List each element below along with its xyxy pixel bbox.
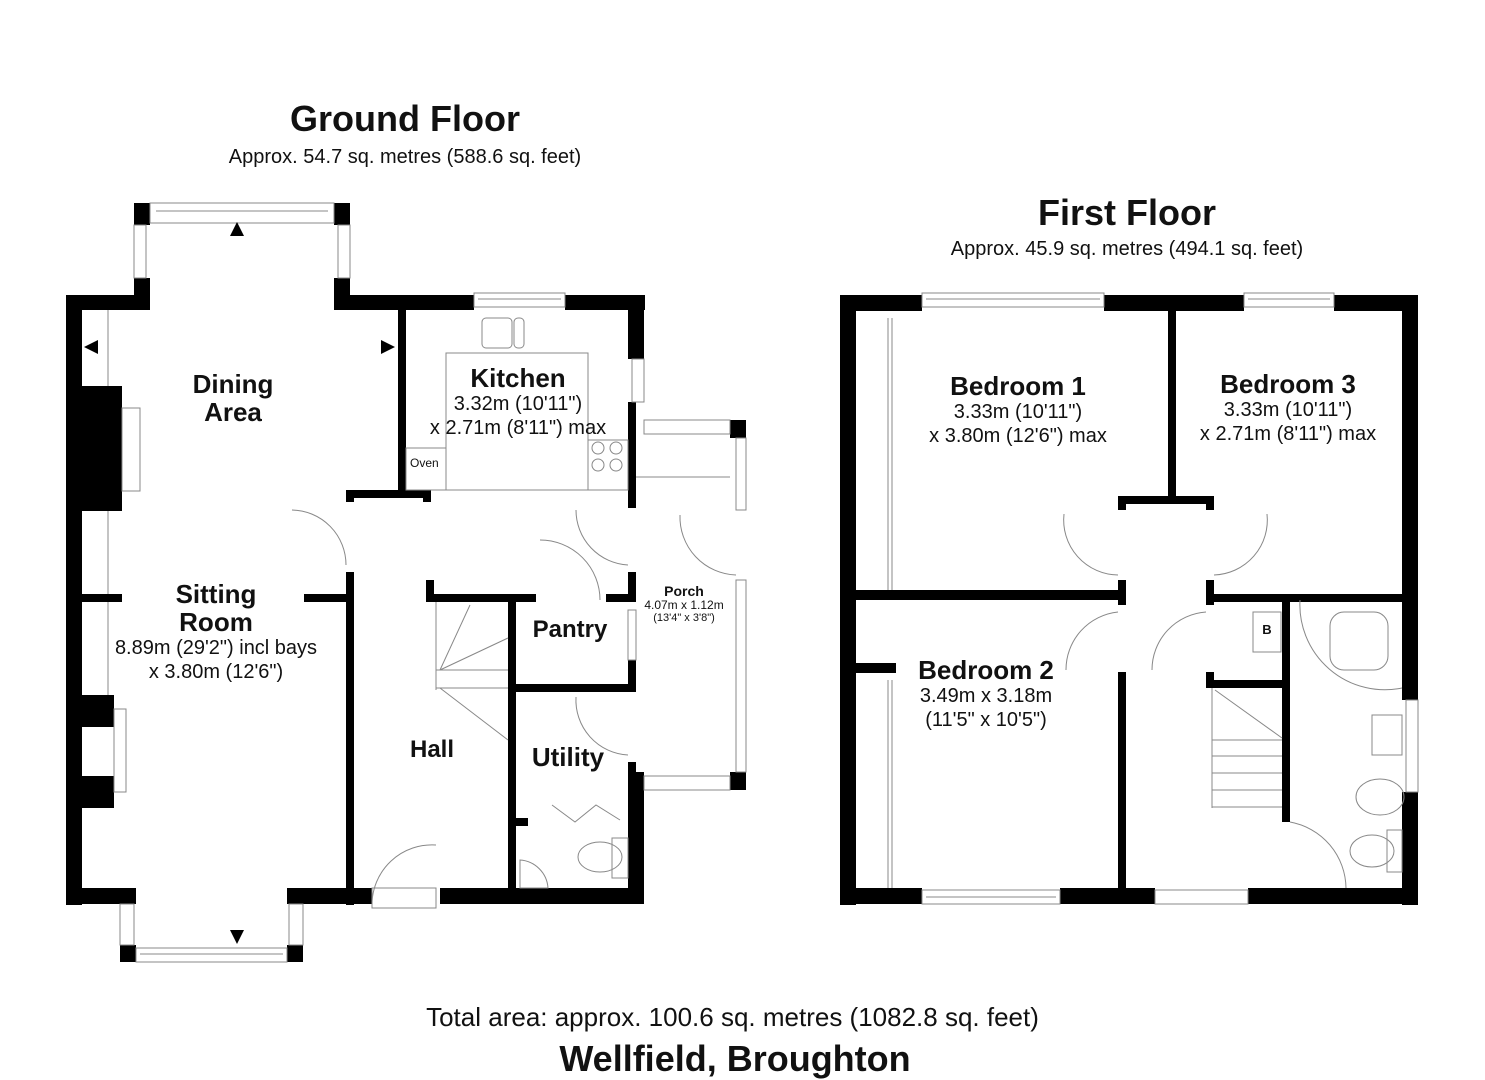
room-bedroom-1: Bedroom 1 3.33m (10'11") x 3.80m (12'6")… [888, 372, 1148, 448]
room-name: Bedroom 2 [918, 655, 1054, 685]
boiler-label: B [1262, 622, 1272, 637]
room-kitchen: Kitchen 3.32m (10'11") x 2.71m (8'11") m… [398, 364, 638, 440]
room-name: Kitchen [470, 363, 566, 393]
ground-floor-area: Approx. 54.7 sq. metres (588.6 sq. feet) [228, 146, 582, 168]
room-dimension: 4.07m x 1.12m [644, 598, 724, 612]
room-bedroom-3: Bedroom 3 3.33m (10'11") x 2.71m (8'11")… [1172, 370, 1404, 446]
room-hall: Hall [409, 736, 454, 763]
room-dimension: 3.49m x 3.18m [919, 685, 1053, 707]
room-name: Area [204, 397, 262, 427]
room-pantry: Pantry [532, 616, 608, 643]
property-name: Wellfield, Broughton [559, 1038, 911, 1079]
ground-floor-title: Ground Floor [290, 98, 520, 139]
room-dimension: 3.33m (10'11") [1223, 399, 1353, 421]
oven-label: Oven [410, 456, 439, 470]
room-dimension: (13'4" x 3'8") [653, 612, 715, 624]
room-utility: Utility [531, 742, 605, 772]
room-dimension: x 2.71m (8'11") max [429, 417, 607, 439]
room-dimension: x 3.80m (12'6") max [929, 425, 1107, 447]
first-floor-area: Approx. 45.9 sq. metres (494.1 sq. feet) [950, 238, 1304, 260]
room-name: Dining [192, 369, 274, 399]
room-name: Bedroom 1 [950, 371, 1086, 401]
room-dimension: x 3.80m (12'6") [148, 661, 284, 683]
room-sitting-room: Sitting Room 8.89m (29'2") incl bays x 3… [86, 580, 346, 684]
room-name: Bedroom 3 [1220, 369, 1356, 399]
first-floor-title: First Floor [1038, 192, 1216, 233]
room-dimension: 3.32m (10'11") [453, 393, 583, 415]
room-bedroom-2: Bedroom 2 3.49m x 3.18m (11'5" x 10'5") [896, 656, 1076, 732]
room-name: Room [179, 607, 253, 637]
room-name: Porch [664, 583, 704, 599]
room-dimension: x 2.71m (8'11") max [1199, 423, 1377, 445]
room-porch: Porch 4.07m x 1.12m (13'4" x 3'8") [636, 583, 732, 624]
room-dimension: 8.89m (29'2") incl bays [114, 637, 318, 659]
total-area: Total area: approx. 100.6 sq. metres (10… [426, 1002, 1039, 1032]
room-dimension: 3.33m (10'11") [953, 401, 1083, 423]
room-dimension: (11'5" x 10'5") [925, 709, 1047, 731]
room-dining-area: Dining Area [173, 370, 293, 426]
room-name: Sitting [175, 579, 257, 609]
